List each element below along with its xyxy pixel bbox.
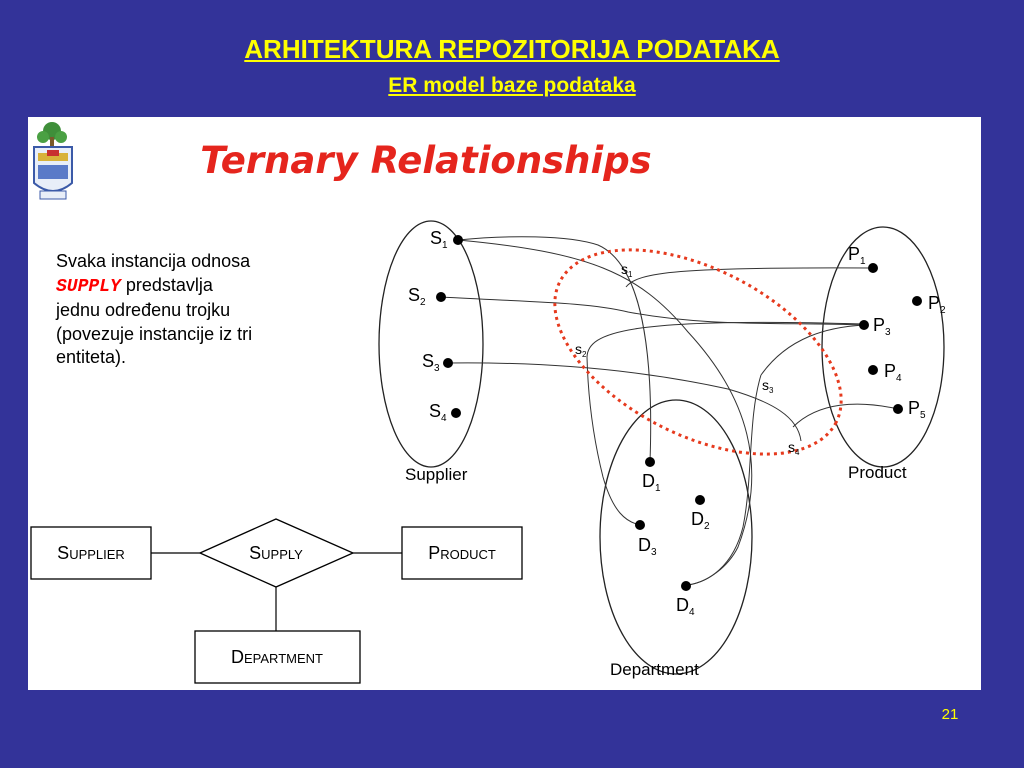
page-number: 21 <box>941 706 959 723</box>
department-set-label: Department <box>610 660 699 679</box>
svg-text:D4: D4 <box>676 595 695 618</box>
supplier-instance-s1: S1 <box>430 228 463 251</box>
description-line-2: SUPPLY predstavlja <box>56 274 213 297</box>
er-diagram <box>150 552 402 631</box>
svg-text:S1: S1 <box>430 228 448 251</box>
product-instance-p4: P4 <box>868 361 902 384</box>
department-instance-d3: D3 <box>635 520 657 558</box>
description-line-1: Svaka instancija odnosa <box>56 251 251 271</box>
university-crest-icon <box>33 122 73 200</box>
slide-title: ARHITEKTURA REPOZITORIJA PODATAKA <box>244 34 780 64</box>
relationship-label-s4: s4 <box>788 439 800 457</box>
supplier-instances: S1 S2 S3 S4 <box>408 228 463 424</box>
description-line-5: entiteta). <box>56 347 127 367</box>
svg-text:D2: D2 <box>691 509 710 532</box>
description-text: Svaka instancija odnosa SUPPLY predstavl… <box>56 250 346 370</box>
product-instance-p1: P1 <box>848 244 878 273</box>
product-set-label: Product <box>848 463 907 482</box>
relationship-highlight-oval <box>553 248 843 456</box>
supplier-instance-s4: S4 <box>429 401 461 424</box>
svg-text:PRODUCT: PRODUCT <box>428 543 496 563</box>
supply-keyword: SUPPLY <box>56 276 121 297</box>
department-instance-d4: D4 <box>676 581 695 618</box>
er-entity-supplier: SUPPLIER <box>30 526 152 580</box>
relationship-label-s3: s3 <box>762 377 774 395</box>
supplier-set-oval <box>378 220 484 468</box>
svg-text:P4: P4 <box>884 361 902 384</box>
relationship-label-s1: s1 <box>621 261 633 279</box>
supplier-instance-s3: S3 <box>422 351 453 374</box>
svg-text:P3: P3 <box>873 315 891 338</box>
product-instances: P1 P2 P3 P4 P5 <box>848 244 946 421</box>
product-instance-p5: P5 <box>893 398 926 421</box>
department-instance-d2: D2 <box>691 495 710 532</box>
svg-text:P2: P2 <box>928 293 946 316</box>
department-set-oval <box>599 399 753 675</box>
department-instances: D1 D2 D3 D4 <box>635 457 710 618</box>
description-line-3: jednu određenu trojku <box>56 300 231 320</box>
supplier-instance-s2: S2 <box>408 285 446 308</box>
svg-text:P5: P5 <box>908 398 926 421</box>
svg-text:S4: S4 <box>429 401 447 424</box>
svg-text:SUPPLY: SUPPLY <box>249 543 303 563</box>
er-relationship-supply: SUPPLY <box>198 518 355 588</box>
svg-text:S3: S3 <box>422 351 440 374</box>
svg-text:P1: P1 <box>848 244 866 267</box>
svg-text:D1: D1 <box>642 471 661 494</box>
product-set-oval <box>821 226 945 468</box>
relationship-instance-labels: s1 s2 s3 s4 <box>575 261 800 457</box>
er-entity-product: PRODUCT <box>401 526 523 580</box>
relationship-label-s2: s2 <box>575 341 587 359</box>
department-instance-d1: D1 <box>642 457 661 494</box>
diagram-heading: Ternary Relationships <box>200 139 651 182</box>
relationship-lines <box>440 236 899 586</box>
ternary-relationship-diagram: Ternary Relationships S1 <box>30 122 946 684</box>
product-instance-p2: P2 <box>912 293 946 316</box>
svg-text:DEPARTMENT: DEPARTMENT <box>231 647 323 667</box>
svg-text:S2: S2 <box>408 285 426 308</box>
description-line-4: (povezuje instancije iz tri <box>56 323 253 344</box>
slide-subtitle: ER model baze podataka <box>388 74 636 97</box>
svg-text:SUPPLIER: SUPPLIER <box>57 543 125 563</box>
diagram-panel: Ternary Relationships S1 <box>28 117 981 690</box>
svg-text:D3: D3 <box>638 535 657 558</box>
er-entity-department: DEPARTMENT <box>194 630 361 684</box>
product-instance-p3: P3 <box>859 315 891 338</box>
supplier-set-label: Supplier <box>405 465 468 484</box>
